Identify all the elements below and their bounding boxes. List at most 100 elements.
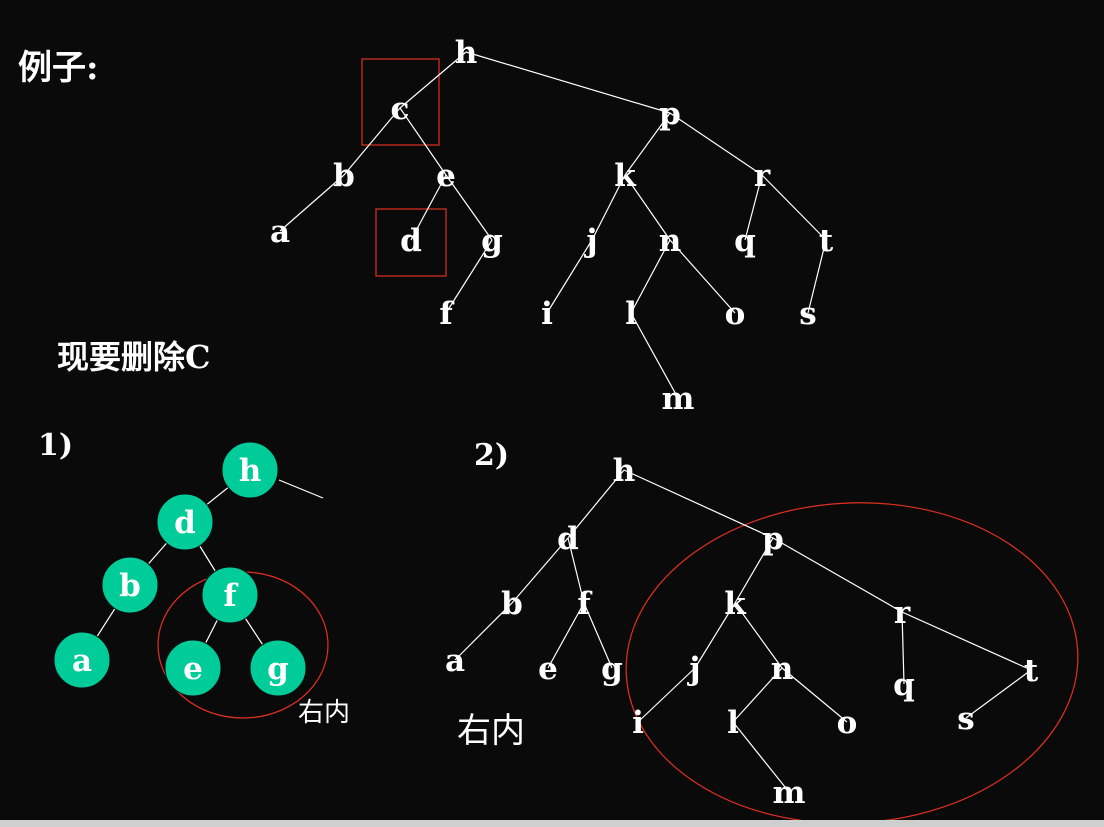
node-label: d xyxy=(400,223,422,259)
edge-case2-p-k xyxy=(734,537,774,604)
node-case2-s: s xyxy=(957,701,974,737)
node-case2-a: a xyxy=(445,643,465,679)
node-original-j: j xyxy=(583,223,597,259)
node-circle xyxy=(249,639,307,697)
node-label: n xyxy=(659,223,682,259)
node-label: a xyxy=(445,643,465,679)
node-case2-o: o xyxy=(837,705,858,741)
node-original-e: e xyxy=(436,158,456,194)
node-label: c xyxy=(391,91,410,127)
node-label: o xyxy=(725,296,746,332)
node-label: l xyxy=(625,296,637,332)
node-original-r: r xyxy=(754,158,771,194)
node-original-q: q xyxy=(734,223,756,259)
case2-note: 右内 xyxy=(457,711,525,751)
node-label: r xyxy=(754,158,771,194)
node-label: s xyxy=(957,701,974,737)
node-label: m xyxy=(662,381,695,417)
node-case2-h: h xyxy=(613,453,636,489)
node-label: t xyxy=(819,223,834,259)
node-label: g xyxy=(481,223,503,259)
node-original-p: p xyxy=(659,96,681,132)
edge-case2-d-b xyxy=(511,537,569,604)
node-case2-k: k xyxy=(724,586,747,622)
node-original-l: l xyxy=(625,296,637,332)
node-original-a: a xyxy=(270,214,290,250)
node-label: b xyxy=(333,158,355,194)
node-case1-h: h xyxy=(221,441,279,499)
node-case2-q: q xyxy=(893,667,915,703)
node-label: g xyxy=(601,651,623,687)
node-label: e xyxy=(538,651,558,687)
node-circle xyxy=(164,639,222,697)
node-label: q xyxy=(893,667,915,703)
node-label: q xyxy=(734,223,756,259)
node-original-b: b xyxy=(333,158,355,194)
node-label: p xyxy=(659,96,681,132)
node-case2-n: n xyxy=(771,651,794,687)
edge-case2-t-s xyxy=(965,669,1032,719)
node-label: o xyxy=(837,705,858,741)
node-circle xyxy=(201,566,259,624)
edge-original-h-p xyxy=(465,51,671,114)
node-case1-g: g xyxy=(249,639,307,697)
edge-original-n-l xyxy=(630,239,671,314)
case2-label: 2) xyxy=(474,438,510,473)
node-case2-e: e xyxy=(538,651,558,687)
case1-label: 1) xyxy=(38,428,74,463)
edge-case2-f-e xyxy=(547,602,585,669)
edge-original-t-s xyxy=(807,239,827,314)
edge-case2-r-q xyxy=(901,611,905,685)
node-case2-m: m xyxy=(773,775,806,811)
task-text: 现要删除C xyxy=(57,338,211,376)
edge-original-p-k xyxy=(624,112,671,176)
edge-original-e-g xyxy=(445,174,493,241)
edge-case2-k-j xyxy=(694,602,736,669)
edge-case2-f-g xyxy=(583,602,613,669)
node-label: h xyxy=(613,453,636,489)
case2-subtree-ellipse xyxy=(625,502,1079,824)
node-original-c: c xyxy=(391,91,410,127)
node-label: r xyxy=(894,595,911,631)
node-label: d xyxy=(174,505,196,541)
edge-original-k-j xyxy=(591,174,626,241)
node-original-n: n xyxy=(659,223,682,259)
node-original-t: t xyxy=(819,223,834,259)
node-case2-j: j xyxy=(686,651,700,687)
node-original-g: g xyxy=(481,223,503,259)
node-label: j xyxy=(583,223,597,259)
node-label: b xyxy=(119,568,141,604)
node-label: s xyxy=(799,296,816,332)
edge-original-j-i xyxy=(546,239,593,314)
node-label: t xyxy=(1024,653,1039,689)
node-original-m: m xyxy=(662,381,695,417)
node-case2-p: p xyxy=(762,521,784,557)
edge-case2-h-d xyxy=(567,469,625,539)
edge-original-e-d xyxy=(410,174,447,241)
node-label: e xyxy=(436,158,456,194)
node-label: n xyxy=(771,651,794,687)
node-case1-b: b xyxy=(101,556,159,614)
edge-original-b-a xyxy=(279,174,345,232)
edge-original-r-q xyxy=(744,174,763,241)
node-case1-f: f xyxy=(201,566,259,624)
node-label: h xyxy=(455,35,478,71)
edge-case2-h-p xyxy=(623,469,774,539)
node-label: i xyxy=(632,705,644,741)
node-label: l xyxy=(727,705,739,741)
node-label: f xyxy=(223,578,238,614)
edge-case2-n-l xyxy=(732,667,783,723)
bottom-bar xyxy=(0,820,1104,827)
edge-original-g-f xyxy=(445,239,493,314)
edge-original-c-b xyxy=(343,107,401,176)
edge-case2-j-i xyxy=(637,667,696,723)
edge-case2-k-n xyxy=(734,602,783,669)
node-label: g xyxy=(267,651,289,687)
node-label: p xyxy=(762,521,784,557)
edge-original-r-t xyxy=(761,174,827,241)
edge-original-n-o xyxy=(669,239,736,314)
example-title: 例子: xyxy=(18,48,99,88)
node-label: f xyxy=(439,296,454,332)
edge-original-k-n xyxy=(624,174,671,241)
edge-original-p-r xyxy=(669,112,763,176)
